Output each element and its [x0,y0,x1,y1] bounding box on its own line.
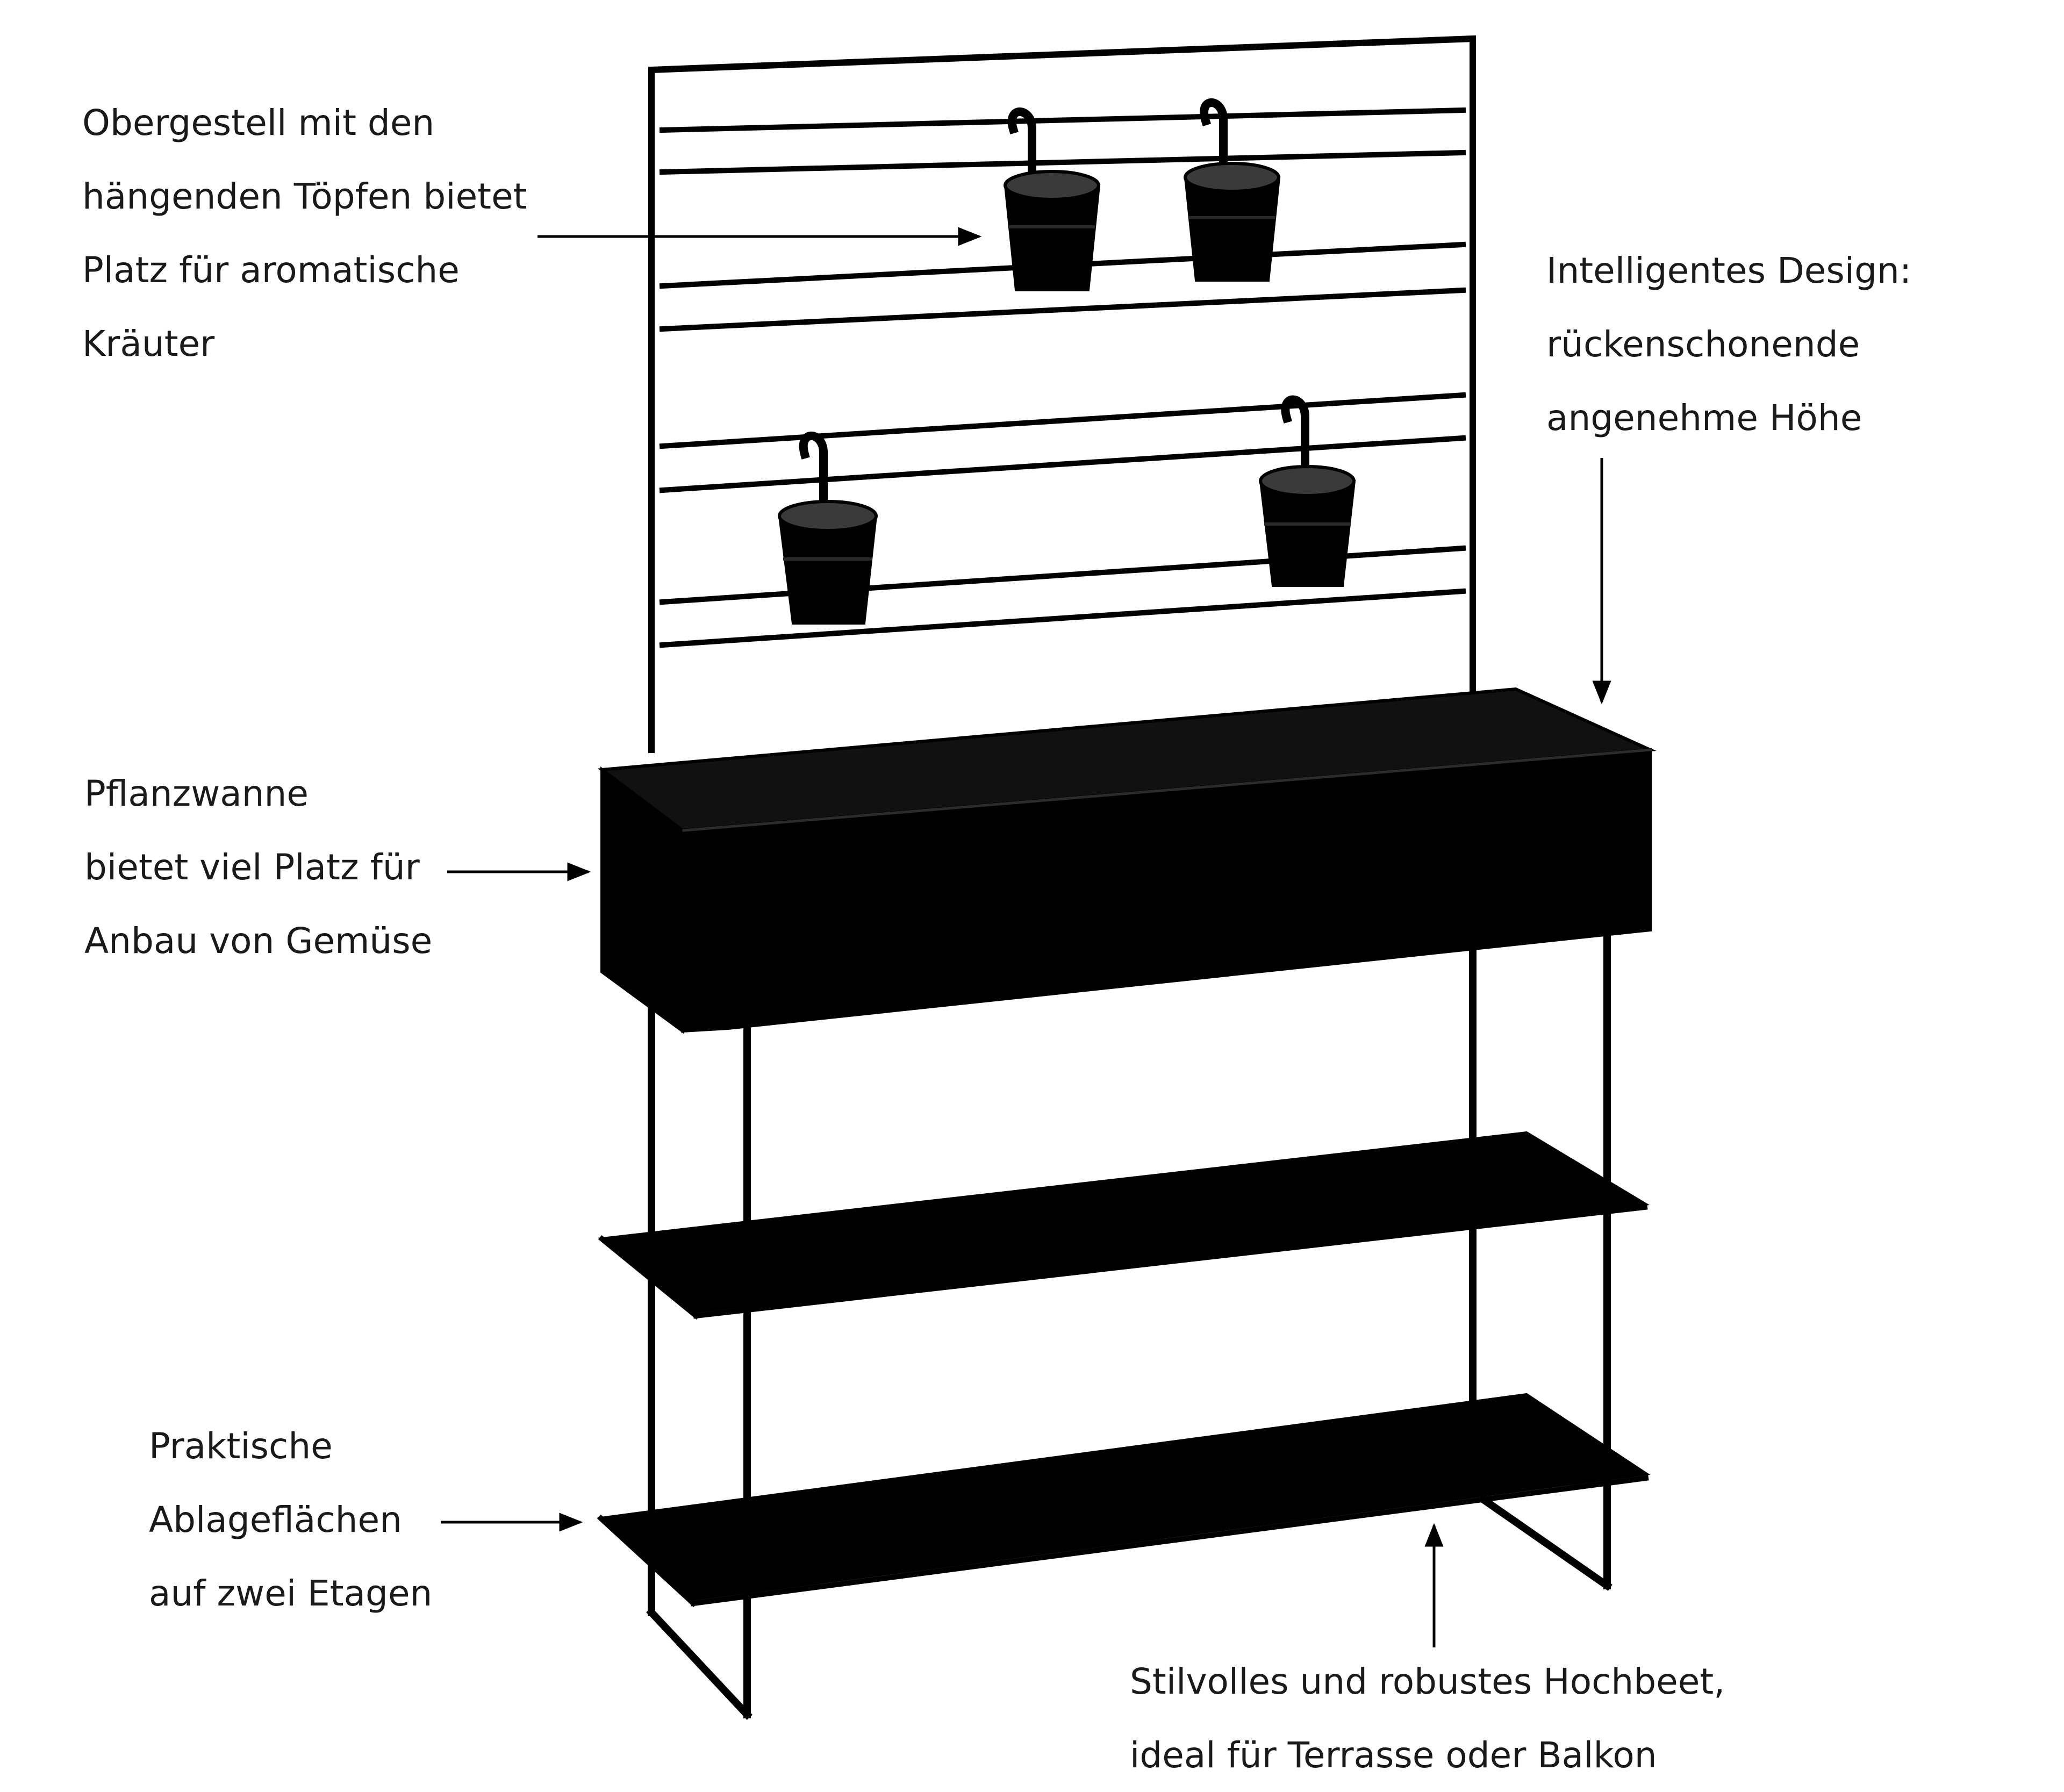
raised-bed-illustration [597,35,1657,1720]
callout-line: Kräuter [82,323,215,364]
callout-bed: Stilvolles und robustes Hochbeet, ideal … [1130,1645,1725,1792]
callout-line: Intelligentes Design: [1546,250,1912,291]
callout-line: Ablageflächen [149,1499,402,1540]
callout-line: bietet viel Platz für [84,847,420,888]
callout-line: hängenden Töpfen bietet [82,176,527,217]
callout-arrows [441,227,1611,1647]
callout-design: Intelligentes Design: rückenschonende an… [1546,234,1911,455]
middle-shelf [598,1131,1650,1320]
callout-top-frame: Obergestell mit den hängenden Töpfen bie… [82,86,527,381]
hanging-pot [1004,107,1101,291]
callout-planter: Pflanzwanne bietet viel Platz für Anbau … [84,757,432,978]
hanging-pot [1184,98,1281,282]
trellis-wires [659,107,1466,648]
callout-line: Platz für aromatische [82,249,460,291]
callout-line: ideal für Terrasse oder Balkon [1130,1734,1657,1776]
callout-line: Praktische [149,1425,333,1467]
callout-line: Anbau von Gemüse [84,920,433,962]
callout-line: rückenschonende [1546,324,1860,365]
callout-line: Pflanzwanne [84,773,309,814]
callout-line: auf zwei Etagen [149,1573,433,1614]
trellis-frame [648,35,1476,1261]
callout-line: angenehme Höhe [1546,397,1862,439]
callout-line: Stilvolles und robustes Hochbeet, [1130,1661,1725,1702]
hanging-pot [1259,395,1356,587]
hanging-pot [778,431,878,625]
callout-shelves: Praktische Ablageflächen auf zwei Etagen [149,1409,432,1630]
planter-trough [597,687,1657,1034]
sled-feet [646,1494,1612,1720]
callout-line: Obergestell mit den [82,102,435,144]
